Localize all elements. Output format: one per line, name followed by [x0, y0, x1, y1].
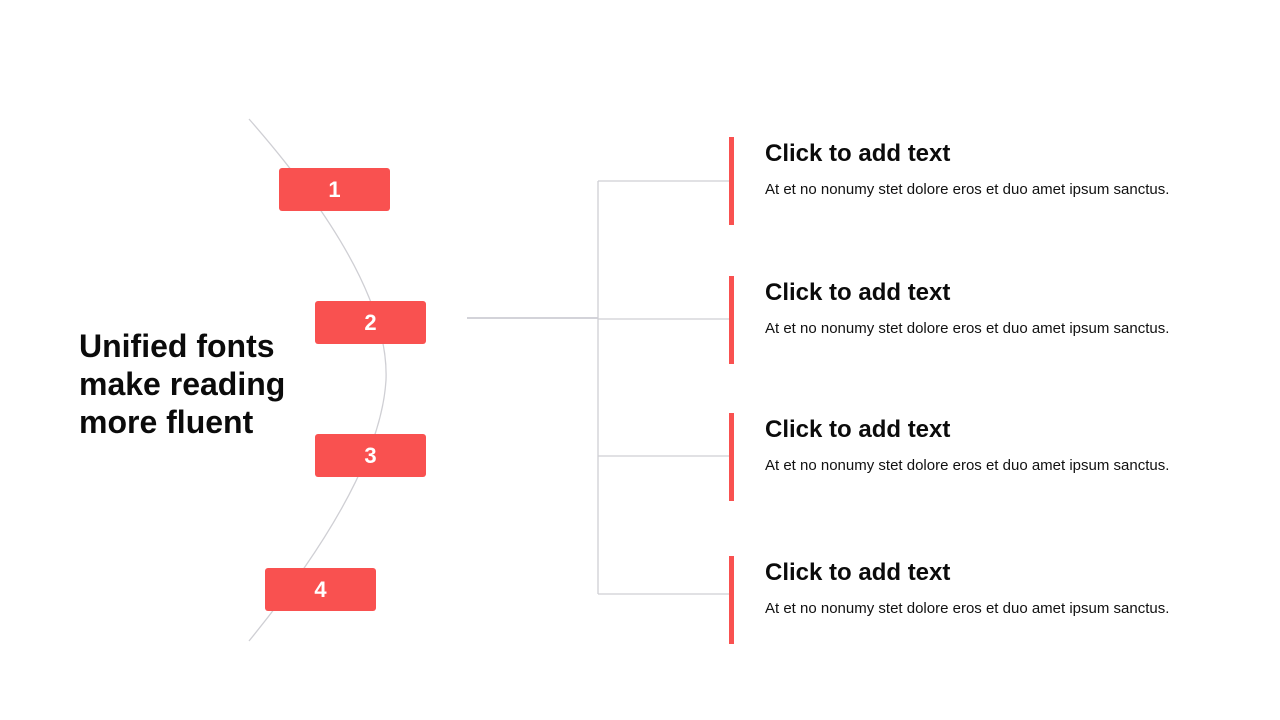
item-heading[interactable]: Click to add text — [765, 279, 951, 306]
accent-bar — [729, 276, 734, 364]
item-heading[interactable]: Click to add text — [765, 559, 951, 586]
slide-title[interactable]: Unified fonts make reading more fluent — [79, 328, 286, 440]
item-heading[interactable]: Click to add text — [765, 416, 951, 443]
item-description[interactable]: At et no nonumy stet dolore eros et duo … — [765, 600, 1170, 617]
accent-bar — [729, 556, 734, 644]
accent-bar — [729, 137, 734, 225]
item-description[interactable]: At et no nonumy stet dolore eros et duo … — [765, 181, 1170, 198]
step-badge-4[interactable]: 4 — [265, 568, 376, 611]
step-badge-3[interactable]: 3 — [315, 434, 426, 477]
accent-bar — [729, 413, 734, 501]
step-badge-1[interactable]: 1 — [279, 168, 390, 211]
item-heading[interactable]: Click to add text — [765, 140, 951, 167]
curved-timeline-arc — [248, 118, 387, 642]
item-description[interactable]: At et no nonumy stet dolore eros et duo … — [765, 320, 1170, 337]
item-description[interactable]: At et no nonumy stet dolore eros et duo … — [765, 457, 1170, 474]
step-badge-2[interactable]: 2 — [315, 301, 426, 344]
